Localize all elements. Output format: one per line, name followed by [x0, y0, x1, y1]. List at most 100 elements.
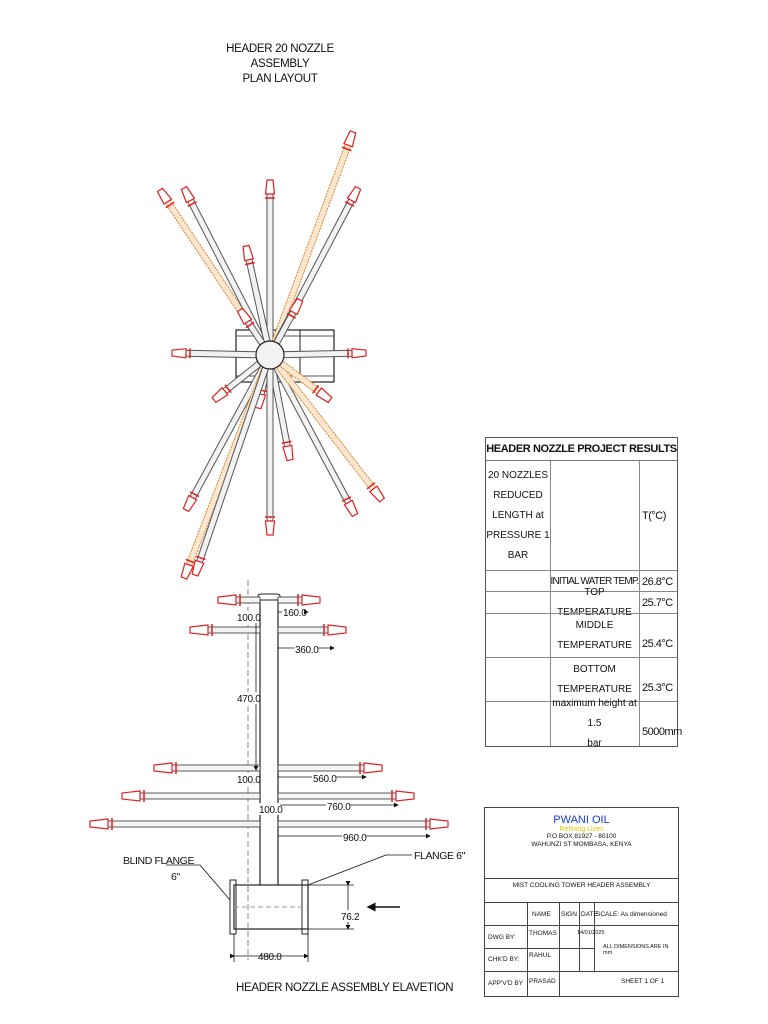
row-label: maximum height at 1.5 bar: [550, 698, 640, 749]
results-row: MIDDLE TEMPERATURE 25.4°C: [486, 613, 677, 658]
elev-branch-pipe: [171, 764, 261, 772]
dim-480: 480.0: [258, 952, 282, 963]
plan-nozzle-rod: [266, 143, 352, 357]
flange-label: FLANGE 6": [414, 850, 466, 862]
elev-nozzle-tip: [395, 790, 415, 802]
plan-hub: [255, 340, 285, 370]
plan-nozzle-tip: [346, 185, 362, 204]
tb-line: [579, 902, 580, 972]
elev-nozzle-tip: [327, 624, 347, 636]
elev-nozzle-tip: [153, 762, 173, 774]
elev-branch-pipe: [207, 626, 261, 634]
tb-line: [527, 902, 528, 996]
intro-line: PRESSURE 1 BAR: [486, 529, 550, 561]
intro-line: REDUCED: [493, 489, 543, 501]
plan-nozzle-tip: [288, 297, 304, 316]
row-label: TOP TEMPERATURE: [550, 587, 640, 618]
results-title: HEADER NOZZLE PROJECT RESULTS: [486, 438, 677, 461]
plan-nozzle-collar: [366, 482, 376, 490]
row-label: MIDDLE TEMPERATURE: [550, 614, 640, 658]
dimension-lines: [230, 609, 431, 962]
dim-560: 560.0: [313, 774, 337, 785]
results-row: BOTTOM TEMPERATURE 25.3°C: [486, 657, 677, 702]
tb-line: [485, 948, 594, 949]
plan-nozzle-collar: [286, 312, 297, 319]
plan-nozzle-collar: [341, 146, 352, 152]
company-name: PWANI OIL: [553, 814, 610, 826]
plan-nozzle-tip: [368, 485, 386, 503]
col-sign: SIGN: [561, 911, 577, 918]
company-address-1: P.O BOX 81927 - 80100: [546, 833, 617, 840]
col-scale: SCALE: As dimensioned: [596, 911, 667, 918]
dim-100-mid: 100.0: [237, 775, 261, 786]
intro-line: LENGTH at: [492, 509, 544, 521]
elev-branch-pipe: [277, 626, 329, 634]
plan-nozzle-collar: [312, 384, 320, 394]
elev-branch-pipe: [277, 820, 431, 828]
title-block: PWANI OIL Refining Lives P.O BOX 81927 -…: [484, 807, 679, 997]
chkd-by-name: RAHUL: [529, 952, 552, 959]
plan-nozzle-tip: [242, 244, 255, 262]
dim-100-top: 100.0: [237, 613, 261, 624]
elev-nozzle-tip: [121, 790, 141, 802]
elev-branch-pipe: [107, 820, 261, 828]
col-date: DATE: [581, 911, 598, 918]
row-label-line: BOTTOM: [573, 664, 616, 675]
plan-nozzle-tip: [343, 499, 359, 518]
plan-nozzle-collar: [189, 491, 200, 498]
results-blank: [550, 461, 640, 570]
results-row: maximum height at 1.5 bar 5000mm: [486, 698, 682, 749]
results-row: INITIAL WATER TEMP. 26.8°C: [486, 570, 677, 592]
row-label-line: TEMPERATURE: [557, 684, 632, 695]
blind-flange-label: BLIND FLANGE: [123, 855, 194, 867]
row-label-line: bar: [587, 738, 602, 749]
plan-nozzle-tip: [282, 444, 294, 462]
results-unit-header: T(°C): [642, 509, 666, 522]
dim-76-2: 76.2: [341, 912, 360, 923]
tb-line: [485, 925, 678, 926]
dim-760: 760.0: [327, 802, 351, 813]
plan-nozzle-collar: [185, 558, 196, 564]
row-value: 5000mm: [642, 726, 682, 738]
plan-layout-title: HEADER 20 NOZZLE ASSEMBLY PLAN LAYOUT: [205, 42, 355, 87]
elev-top-cap: [257, 593, 281, 601]
dimensions-note: ALL DIMENSIONS ARE IN mm: [603, 944, 669, 956]
elev-nozzle-tip: [217, 594, 237, 606]
row-label-line: MIDDLE: [575, 620, 614, 631]
appvd-by-name: PRASAD: [529, 978, 556, 985]
plan-nozzle-tip: [264, 179, 276, 195]
project-title: MIST COOLING TOWER HEADER ASSEMBLY: [485, 878, 678, 903]
flange-leader: [307, 854, 412, 886]
dim-960: 960.0: [343, 833, 367, 844]
dim-360: 360.0: [295, 645, 319, 656]
plan-title-line2: PLAN LAYOUT: [242, 73, 318, 85]
plan-title-line1: HEADER 20 NOZZLE ASSEMBLY: [226, 43, 334, 70]
elev-branches: [89, 594, 449, 830]
plan-nozzle-tip: [211, 386, 229, 404]
plan-nozzle-collar: [224, 384, 232, 394]
blind-flange-leader: [166, 864, 231, 901]
dwg-by-name: THOMAS: [529, 930, 557, 937]
plan-nozzle-tip: [171, 348, 187, 359]
plan-nozzle-tip: [264, 520, 276, 536]
plan-nozzle-collar: [344, 200, 355, 207]
row-value: 26.8°C: [642, 575, 673, 588]
plan-nozzle-collar: [187, 201, 198, 207]
results-intro: 20 NOZZLES REDUCED LENGTH at PRESSURE 1 …: [486, 461, 551, 570]
dim-160: 160.0: [283, 608, 307, 619]
plan-nozzle-tip: [236, 307, 253, 326]
plan-layout: [156, 130, 386, 580]
chkd-by-label: CHK'D BY:: [488, 956, 520, 963]
elevation-drawing: 100.0 160.0 360.0 470.0 100.0 560.0 100.…: [89, 580, 466, 963]
plan-nozzle-tip: [180, 185, 196, 204]
row-label: INITIAL WATER TEMP.: [550, 571, 640, 592]
plan-nozzle-collar: [281, 440, 292, 444]
dwg-date: 14/01/2025: [577, 930, 605, 936]
plan-nozzle-collar: [341, 496, 352, 503]
company-address-2: WAHUNZI ST MOMBASA, KENYA: [531, 841, 632, 848]
elevation-title: HEADER NOZZLE ASSEMBLY ELAVETION: [236, 982, 454, 994]
plan-nozzle-collar: [245, 321, 255, 329]
dim-100-low: 100.0: [259, 805, 283, 816]
row-value: 25.4°C: [642, 638, 673, 650]
